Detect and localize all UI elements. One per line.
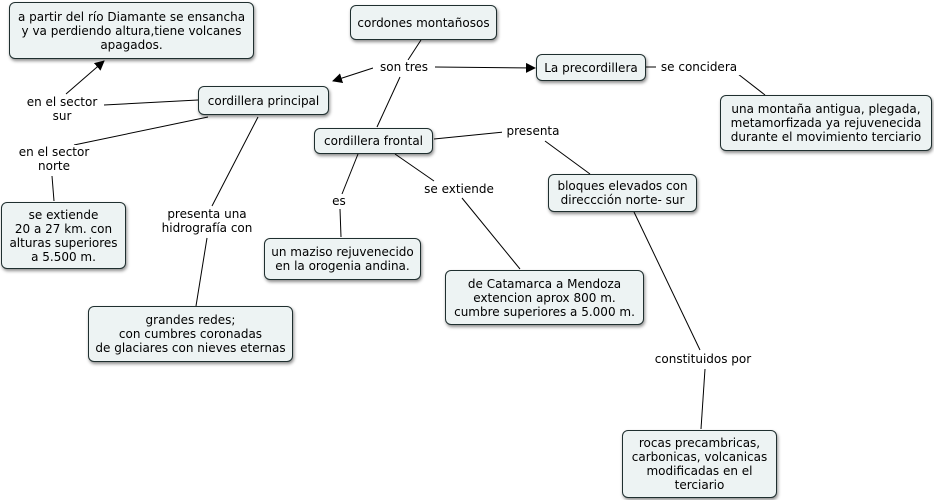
line-sontres-precordillera (434, 62, 536, 73)
concept-se-extiende-20[interactable]: se extiende 20 a 27 km. con alturas supe… (1, 202, 126, 269)
concept-rio-diamante[interactable]: a partir del río Diamante se ensancha y … (9, 2, 254, 59)
link-se-concidera: se concidera (656, 60, 742, 75)
concept-cordones-montanosos[interactable]: cordones montañosos (350, 5, 497, 40)
line-principal-hidrografia (211, 116, 259, 207)
line-sontres-frontal (376, 76, 401, 128)
line-seextiende-catamarca (461, 197, 521, 270)
line-es-maziso (339, 208, 342, 238)
line-presenta-bloques (544, 140, 591, 175)
concept-montana-antigua[interactable]: una montaña antigua, plegada, metamorfiz… (720, 95, 932, 151)
link-constituidos-por: constituidos por (650, 352, 756, 368)
link-se-extiende: se extiende (420, 182, 498, 197)
concept-catamarca-mendoza[interactable]: de Catamarca a Mendoza extencion aprox 8… (445, 270, 644, 325)
line-frontal-seextiende (394, 153, 435, 182)
link-presenta: presenta (502, 124, 564, 139)
line-norte-extiende (51, 175, 55, 202)
line-hidrografia-grandes (195, 237, 208, 307)
link-es: es (328, 194, 350, 209)
concept-grandes-redes[interactable]: grandes redes; con cumbres coronadas de … (88, 306, 293, 362)
concept-cordillera-principal[interactable]: cordillera principal (198, 86, 329, 115)
line-principal-norte (73, 116, 209, 146)
link-sector-sur: en el sector sur (20, 95, 104, 125)
concept-precordillera[interactable]: La precordillera (536, 54, 646, 81)
concept-bloques-elevados[interactable]: bloques elevados con direccción norte- s… (548, 174, 697, 212)
concept-maziso-rejuvenecido[interactable]: un maziso rejuvenecido en la orogenia an… (264, 238, 421, 280)
link-hidrografia: presenta una hidrografía con (158, 207, 256, 237)
line-sur-diamante (65, 60, 105, 95)
line-bloques-constituidos (633, 211, 701, 351)
line-frontal-presenta (433, 131, 505, 140)
line-frontal-es (341, 153, 359, 195)
line-cordones-sontres (407, 39, 422, 61)
line-concidera-montana (737, 73, 766, 96)
link-son-tres: son tres (373, 60, 435, 76)
line-principal-sur (103, 99, 199, 106)
link-sector-norte: en el sector norte (12, 145, 96, 175)
line-sontres-principal (332, 67, 374, 83)
concept-rocas-precambricas[interactable]: rocas precambricas, carbonicas, volcanic… (622, 430, 777, 498)
concept-cordillera-frontal[interactable]: cordillera frontal (314, 128, 433, 154)
line-constituidos-rocas (700, 368, 706, 430)
